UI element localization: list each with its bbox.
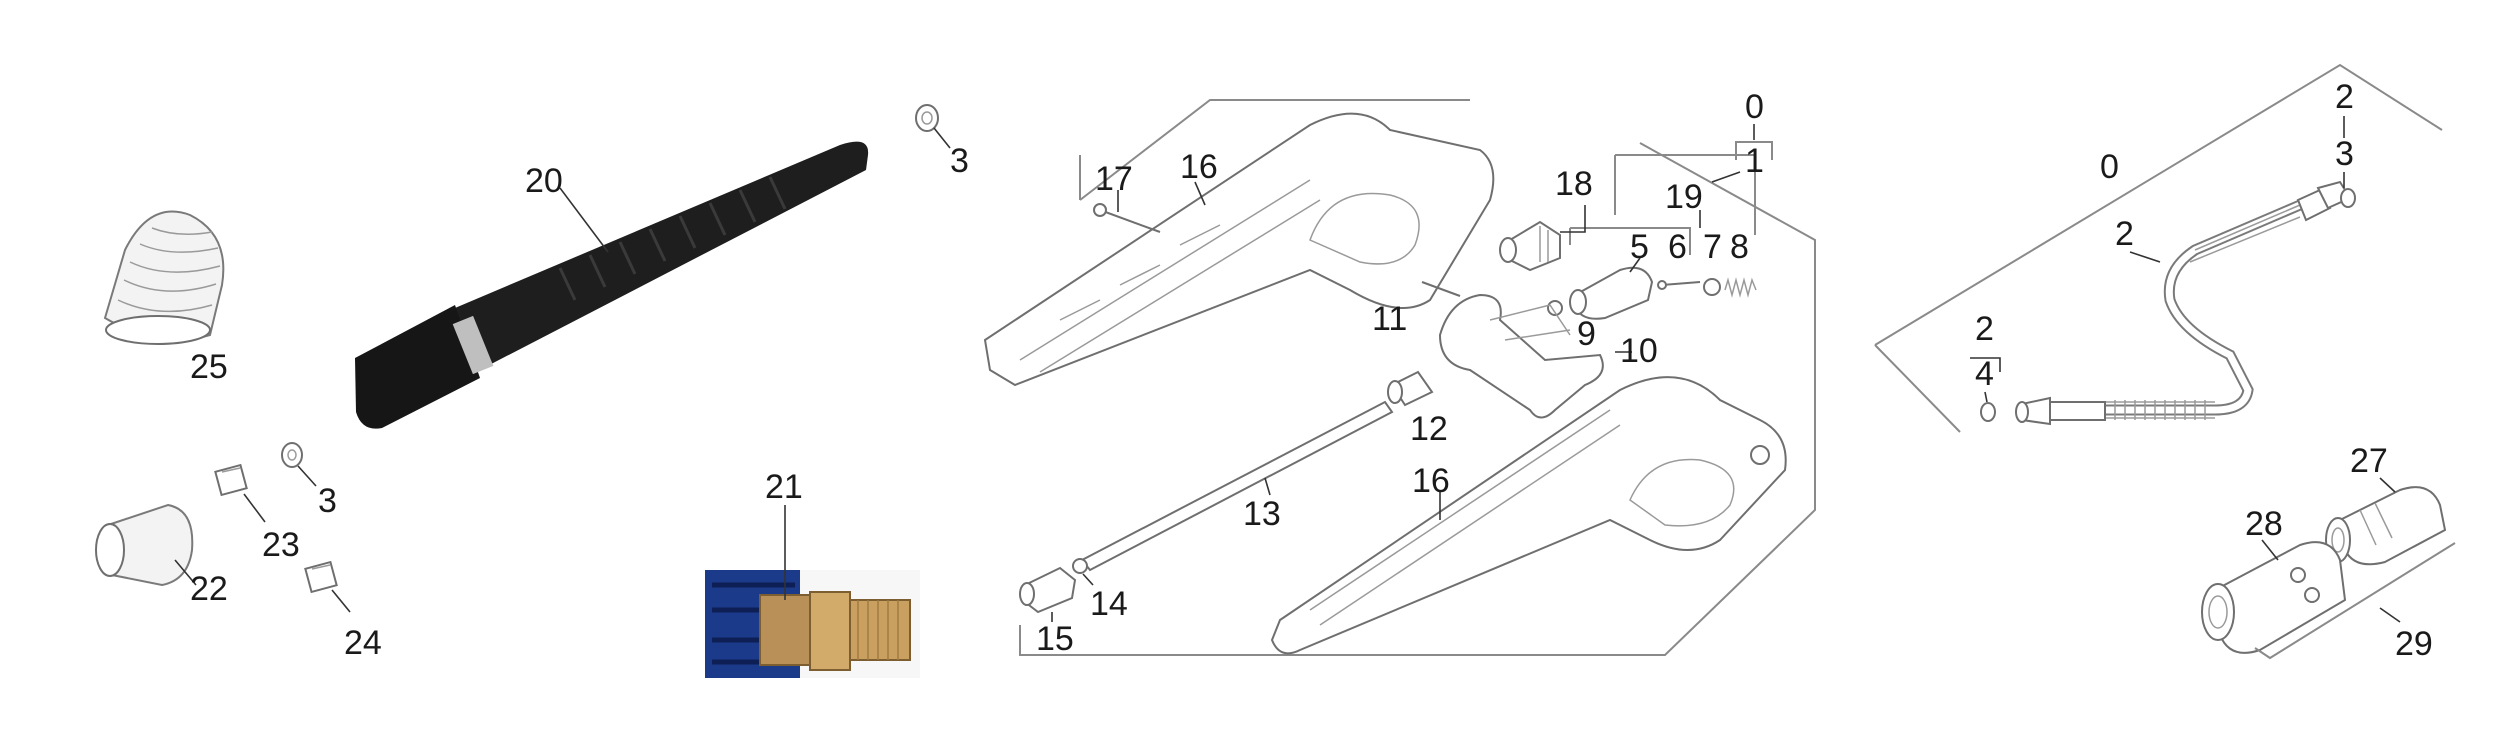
leader-3-mid: [297, 465, 317, 487]
leader-2-left: [1970, 357, 2001, 372]
part-27-coupling-plug: [2325, 486, 2447, 566]
part-5-elbow: [1569, 266, 1654, 320]
callout-16-bottom: 16: [1412, 462, 1450, 500]
part-8-spring: [1724, 277, 1757, 298]
callout-7: 7: [1703, 228, 1722, 266]
part-3-o-ring-mid: [281, 442, 303, 468]
callout-17: 17: [1095, 160, 1133, 198]
leader-5: [1629, 257, 1641, 273]
part-20-lance: [355, 141, 869, 429]
part-23-sleeve: [214, 463, 248, 497]
lance-body: [455, 141, 869, 375]
leader-16-top: [1194, 181, 1206, 206]
callout-21: 21: [765, 468, 803, 506]
callout-0-top: 0: [1745, 88, 1764, 126]
leader-13: [1264, 477, 1271, 496]
callout-2-top: 2: [2335, 78, 2354, 116]
part-7-ring: [1703, 278, 1721, 296]
part-9-small-ring: [1547, 300, 1563, 316]
callout-11: 11: [1372, 300, 1407, 338]
part-4-hose-o-ring: [1980, 402, 1996, 422]
part-29-bracket: [2254, 542, 2456, 660]
leader-24: [331, 589, 351, 613]
callout-5: 5: [1630, 228, 1649, 266]
callout-3-hose: 3: [2335, 135, 2354, 173]
callout-4: 4: [1975, 355, 1994, 393]
part-10-trigger: [1438, 293, 1604, 419]
callout-23: 23: [262, 526, 300, 564]
part-28-coupling-socket: [2201, 541, 2347, 654]
callout-10: 10: [1620, 332, 1658, 370]
callout-1: 1: [1745, 142, 1764, 180]
leader-28: [2261, 539, 2279, 561]
part-25-nozzle-cap: [103, 210, 225, 345]
part-18-connector: [1499, 220, 1561, 272]
callout-29: 29: [2395, 625, 2433, 663]
leader-23: [243, 493, 266, 523]
gun-assembly-frame: [1019, 99, 1816, 656]
part-3-hose-o-ring: [2340, 188, 2356, 208]
part-17-screw: [1093, 203, 1161, 233]
callout-27: 27: [2350, 442, 2388, 480]
part-24-sleeve: [304, 560, 338, 594]
leader-2-mid: [2129, 251, 2161, 263]
part-16-handle-half-bottom: [1270, 376, 1787, 655]
callout-28: 28: [2245, 505, 2283, 543]
callout-14: 14: [1090, 585, 1128, 623]
callout-0-hose: 0: [2100, 148, 2119, 186]
part-11-pin: [1421, 281, 1461, 297]
callout-20: 20: [525, 162, 563, 200]
callout-3-mid: 3: [318, 482, 337, 520]
part-13-rod: [1080, 400, 1394, 572]
part-21-fitting-photo: [705, 570, 920, 678]
leader-20: [559, 187, 609, 253]
callout-18: 18: [1555, 165, 1593, 203]
leader-14: [1082, 573, 1094, 586]
callout-6: 6: [1668, 228, 1687, 266]
callout-3-top: 3: [950, 142, 969, 180]
leader-29: [2379, 607, 2401, 623]
callout-12: 12: [1410, 410, 1448, 448]
callout-2-mid: 2: [2115, 215, 2134, 253]
callout-16-top: 16: [1180, 148, 1218, 186]
callout-24: 24: [344, 624, 382, 662]
part-15-nut: [1019, 566, 1077, 614]
lance-grip: [355, 305, 480, 429]
callout-25: 25: [190, 348, 228, 386]
part-0-hose: [2015, 180, 2352, 426]
part-14-o-ring: [1072, 558, 1088, 574]
callout-13: 13: [1243, 495, 1281, 533]
leader-1: [1711, 171, 1741, 183]
part-16-handle-half-top: [983, 112, 1495, 387]
hose-assembly-frame: [1874, 63, 2443, 433]
callout-2-left: 2: [1975, 310, 1994, 348]
leader-22: [174, 559, 197, 586]
callout-15: 15: [1036, 620, 1074, 658]
leader-18: [1560, 205, 1586, 233]
part-6-pin: [1657, 280, 1701, 290]
callout-9: 9: [1577, 315, 1596, 353]
leader-27: [2379, 477, 2396, 493]
callout-22: 22: [190, 570, 228, 608]
callout-19: 19: [1665, 178, 1703, 216]
part-12-bushing: [1387, 370, 1434, 407]
part-22-nozzle-cap: [95, 503, 194, 587]
leader-4: [1984, 391, 1988, 403]
leader-3-top: [933, 127, 951, 149]
part-3-o-ring-top: [915, 104, 939, 132]
callout-8: 8: [1730, 228, 1749, 266]
